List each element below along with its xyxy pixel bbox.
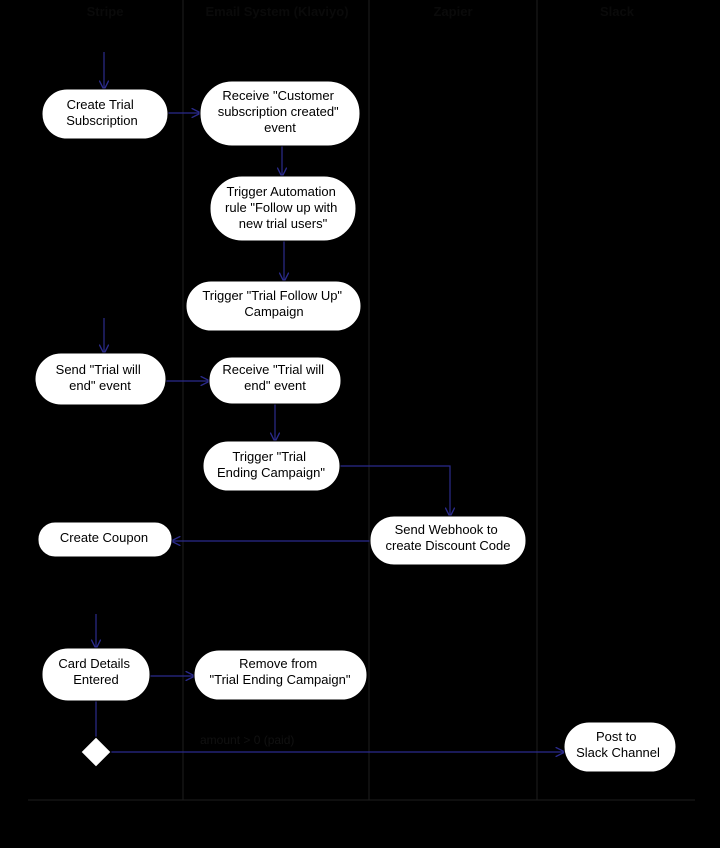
node-text-line: Create Coupon bbox=[60, 530, 148, 545]
svg-text:Post to Slack Channel: Post to Slack Channel bbox=[576, 729, 660, 760]
node-text-line: Trigger "Trial bbox=[232, 449, 306, 464]
svg-text:Create Trial Subscriptio: Create Trial Subscription bbox=[66, 97, 138, 128]
node-text-line: Create Trial bbox=[67, 97, 134, 112]
edge-trigger-ending-to-webhook bbox=[340, 465, 450, 516]
node-text-line: rule "Follow up with bbox=[225, 200, 337, 215]
node-text-line: subscription created" bbox=[218, 104, 339, 119]
activity-node-send-trial-will-end: Send "Trial will end" event bbox=[34, 352, 167, 406]
node-text-line: end" event bbox=[69, 378, 131, 393]
node-text-line: Ending Campaign" bbox=[217, 465, 325, 480]
node-text-line: event bbox=[264, 120, 296, 135]
svg-text:Receive "Customer subscr: Receive "Customer subscription created" … bbox=[218, 88, 343, 135]
node-text-line: end" event bbox=[244, 378, 306, 393]
node-text-line: "Trial Ending Campaign" bbox=[210, 672, 351, 687]
decision-guard-label: amount > 0 (paid) bbox=[200, 733, 294, 747]
node-text-line: Card Details bbox=[58, 656, 130, 671]
node-text-line: Receive "Trial will bbox=[222, 362, 324, 377]
activity-node-send-webhook: Send Webhook to create Discount Code bbox=[369, 515, 527, 566]
activity-node-create-trial: Create Trial Subscription bbox=[41, 88, 169, 140]
node-text-line: create Discount Code bbox=[385, 538, 510, 553]
initial-node bbox=[91, 602, 101, 612]
activity-node-remove-from-campaign: Remove from "Trial Ending Campaign" bbox=[193, 649, 368, 701]
activity-node-card-details: Card Details Entered bbox=[41, 647, 151, 702]
node-text-line: Trigger Automation bbox=[227, 184, 336, 199]
node-text-line: Send Webhook to bbox=[395, 522, 498, 537]
activity-node-trigger-trial-ending: Trigger "Trial Ending Campaign" bbox=[202, 440, 341, 492]
node-text-line: Receive "Customer bbox=[222, 88, 334, 103]
node-text-line: Subscription bbox=[66, 113, 138, 128]
node-text-line: Campaign bbox=[244, 304, 303, 319]
activity-node-post-slack: Post to Slack Channel bbox=[563, 721, 677, 773]
lane-title-slack: Slack bbox=[600, 4, 635, 19]
initial-node bbox=[99, 40, 109, 50]
activity-node-receive-trial-will-end: Receive "Trial will end" event bbox=[208, 356, 342, 405]
node-text-line: Send "Trial will bbox=[56, 362, 141, 377]
svg-text:Trigger Automation rule: Trigger Automation rule "Follow up with … bbox=[225, 184, 341, 231]
lane-title-email-system: Email System (Klaviyo) bbox=[205, 4, 348, 19]
svg-text:Create Coupon: Create Coupon bbox=[60, 530, 148, 545]
decision-diamond bbox=[80, 736, 112, 768]
svg-text:Trigger "Trial Ending Ca: Trigger "Trial Ending Campaign" bbox=[217, 449, 325, 480]
edges bbox=[96, 52, 564, 752]
node-text-line: Remove from bbox=[239, 656, 317, 671]
lane-title-zapier: Zapier bbox=[433, 4, 472, 19]
svg-text:Trigger "Trial Follow Up": Trigger "Trial Follow Up" Campaign bbox=[202, 288, 345, 319]
node-text-line: Entered bbox=[73, 672, 119, 687]
svg-text:Remove from "Trial Endin: Remove from "Trial Ending Campaign" bbox=[210, 656, 351, 687]
node-text-line: Post to bbox=[596, 729, 636, 744]
svg-text:Card Details Entered: Card Details Entered bbox=[58, 656, 133, 687]
lane-title-stripe: Stripe bbox=[87, 4, 124, 19]
node-text-line: new trial users" bbox=[239, 216, 328, 231]
activity-node-trigger-automation: Trigger Automation rule "Follow up with … bbox=[209, 175, 357, 242]
svg-text:Receive "Trial will end": Receive "Trial will end" event bbox=[222, 362, 327, 393]
activity-node-create-coupon: Create Coupon bbox=[37, 521, 173, 558]
svg-text:Send Webhook to create D: Send Webhook to create Discount Code bbox=[385, 522, 510, 553]
activity-node-receive-subscription-created: Receive "Customer subscription created" … bbox=[199, 80, 361, 147]
initial-node bbox=[99, 306, 109, 316]
node-text-line: Trigger "Trial Follow Up" bbox=[202, 288, 342, 303]
svg-text:Send "Trial will end" ev: Send "Trial will end" event bbox=[56, 362, 145, 393]
node-text-line: Slack Channel bbox=[576, 745, 660, 760]
activity-node-trigger-follow-up: Trigger "Trial Follow Up" Campaign bbox=[185, 280, 362, 332]
swimlane-dividers bbox=[28, 0, 695, 801]
